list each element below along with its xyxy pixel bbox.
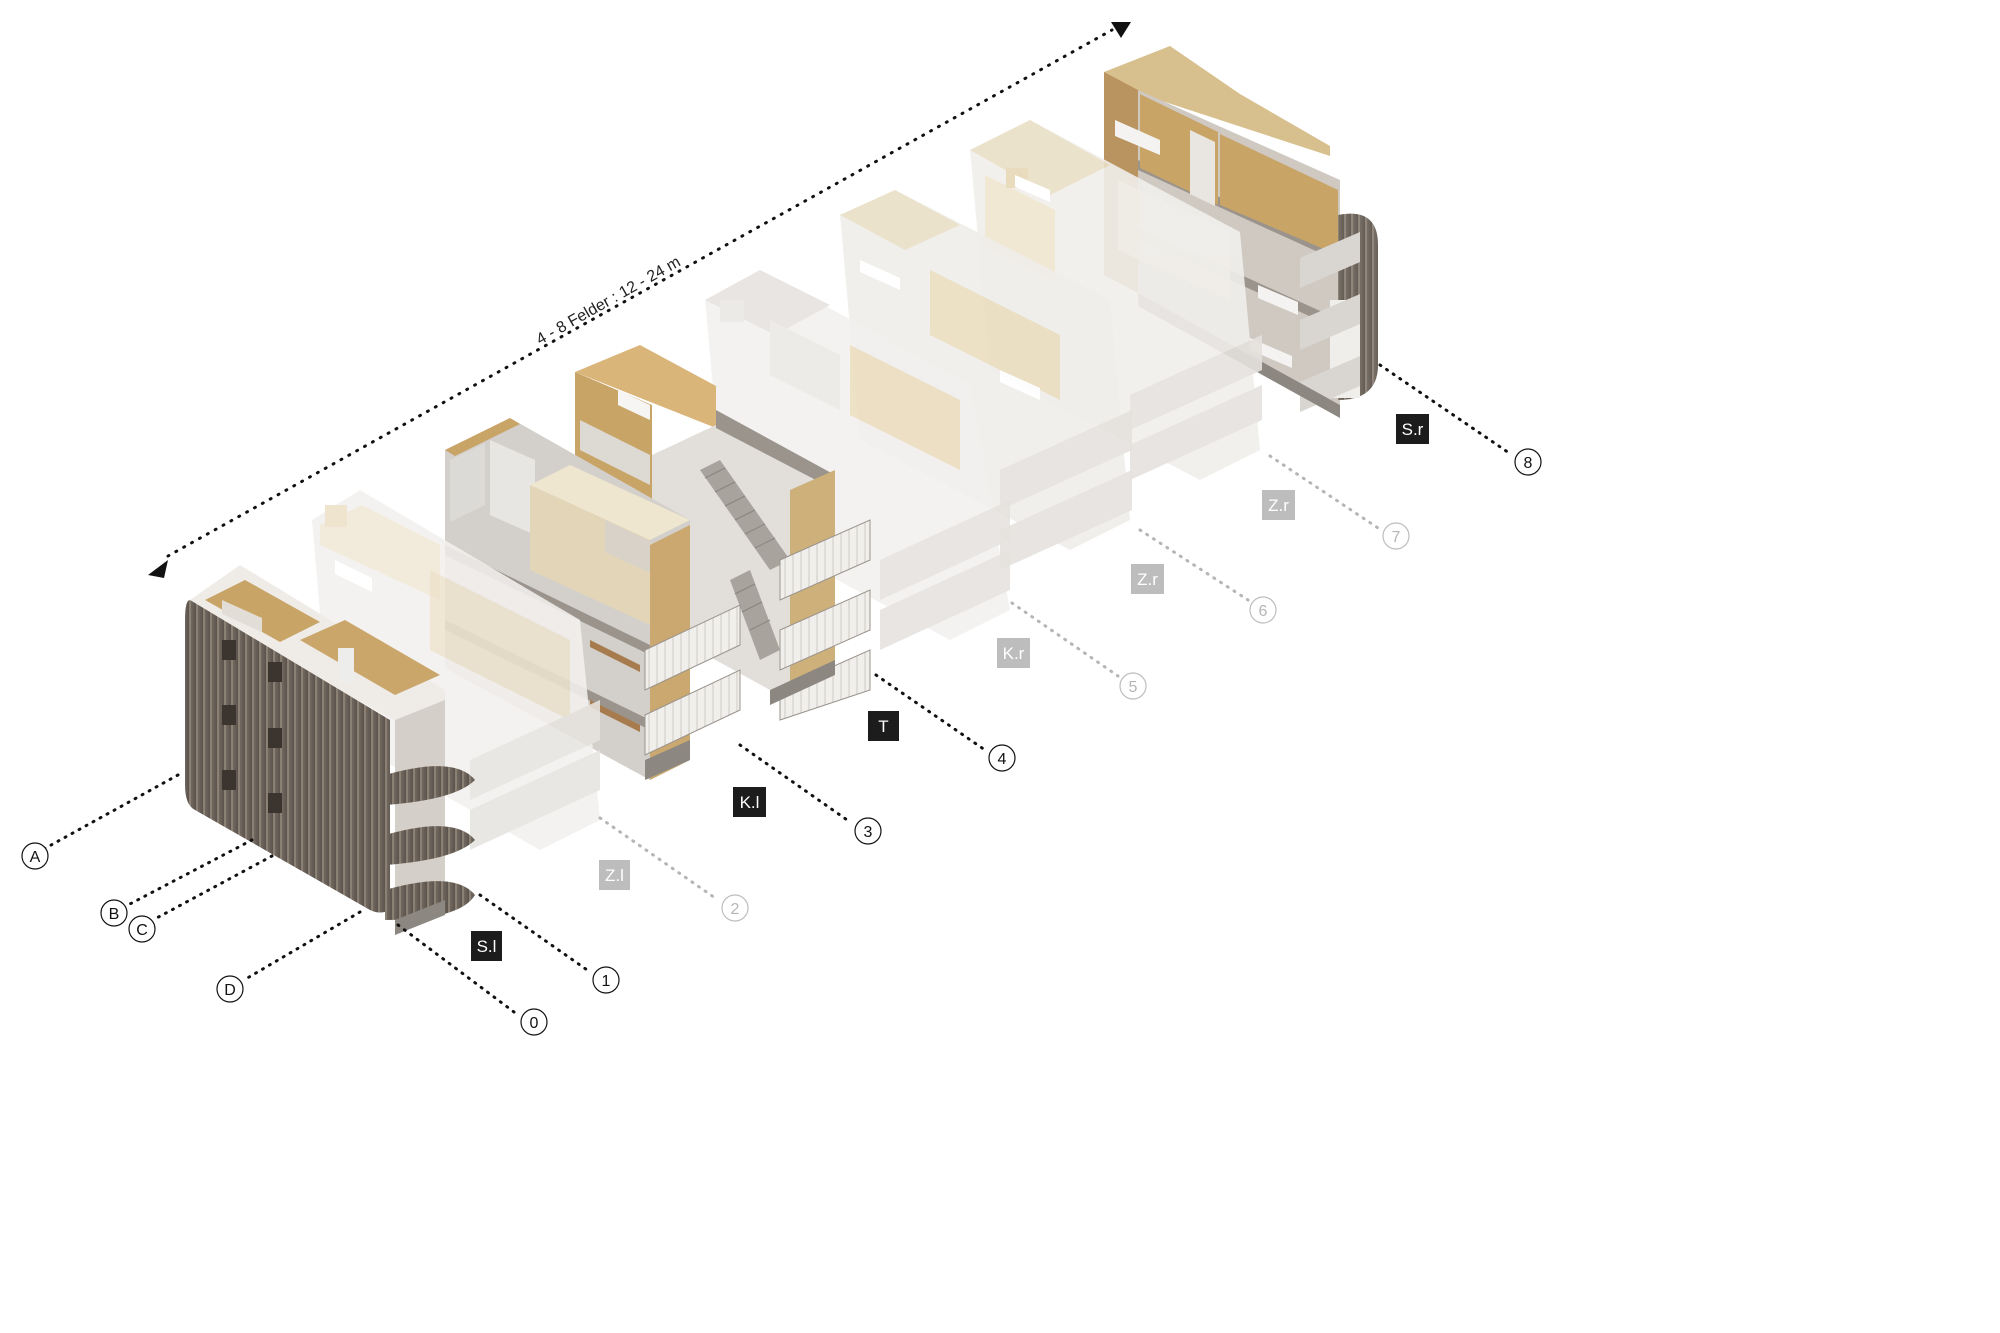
module-tag-K-l: K.l [733,787,766,817]
svg-text:1: 1 [602,973,611,990]
module-number-2: 2 [721,894,749,922]
module-type-tags: S.l Z.l K.l T K.r Z.r Z.r S.r [471,414,1429,961]
module-tag-T: T [868,711,899,741]
module-tag-S-r: S.r [1396,414,1429,444]
svg-text:6: 6 [1259,603,1268,620]
svg-text:0: 0 [530,1015,539,1032]
svg-text:Z.r: Z.r [1137,570,1158,589]
svg-text:2: 2 [731,901,740,918]
dimension-arrow-end-icon [1111,22,1131,38]
module-number-4: 4 [988,744,1016,772]
svg-text:T: T [878,717,888,736]
module-number-labels: 0 1 2 3 4 5 6 7 [520,448,1542,1036]
svg-text:4: 4 [998,751,1007,768]
grid-axis-A: A [21,842,49,870]
module-tag-Z-r-6: Z.r [1131,564,1164,594]
svg-text:D: D [224,982,236,999]
grid-axis-B: B [100,899,128,927]
svg-text:C: C [136,922,148,939]
svg-text:8: 8 [1524,455,1533,472]
module-tag-Z-l: Z.l [599,860,630,890]
svg-text:S.l: S.l [477,937,497,956]
svg-text:7: 7 [1392,529,1401,546]
grid-axis-labels: A B C D [21,842,244,1003]
svg-text:K.r: K.r [1003,644,1025,663]
dimension-label: 4 - 8 Felder : 12 - 24 m [534,254,684,349]
svg-text:S.r: S.r [1402,420,1424,439]
module-number-6: 6 [1249,596,1277,624]
module-number-3: 3 [854,817,882,845]
dimension-arrow-start-icon [148,560,168,578]
svg-text:Z.l: Z.l [605,866,624,885]
svg-text:Z.r: Z.r [1268,496,1289,515]
grid-axis-D: D [216,975,244,1003]
svg-text:3: 3 [864,824,873,841]
module-tag-K-r: K.r [997,638,1030,668]
module-4-block [575,345,871,721]
leader-lines [40,363,1514,1017]
svg-text:A: A [30,849,41,866]
svg-text:5: 5 [1129,679,1138,696]
grid-axis-C: C [128,915,156,943]
module-number-8: 8 [1514,448,1542,476]
module-8-block [1104,46,1378,418]
svg-text:K.l: K.l [740,793,760,812]
exploded-axonometric-diagram: 4 - 8 Felder : 12 - 24 m [21,22,1542,1036]
module-tag-S-l: S.l [471,931,502,961]
module-number-5: 5 [1119,672,1147,700]
svg-text:B: B [109,906,120,923]
module-number-0: 0 [520,1008,548,1036]
module-tag-Z-r-7: Z.r [1262,490,1295,520]
module-0-block [185,565,475,935]
module-number-7: 7 [1382,522,1410,550]
module-number-1: 1 [592,966,620,994]
